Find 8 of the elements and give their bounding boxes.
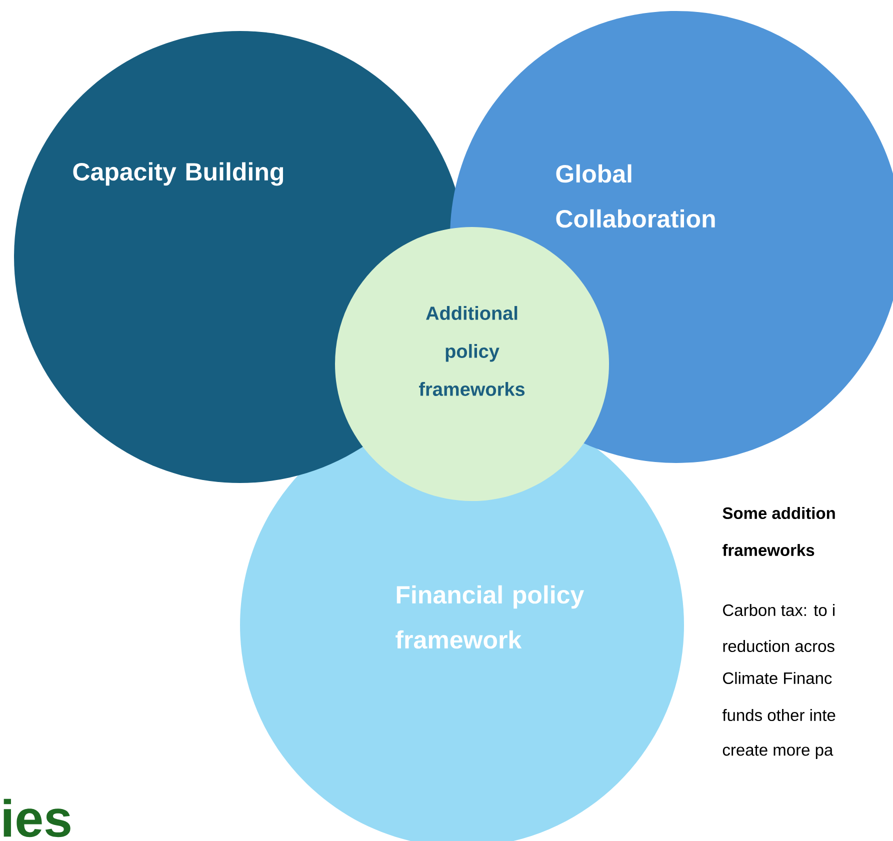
- heading-text: Some addition: [722, 506, 835, 520]
- body-text: reduction acros: [723, 640, 834, 652]
- body-text: create more pa: [722, 744, 834, 760]
- heading-text: frameworks: [722, 544, 814, 556]
- title-fragment: ies: [4, 798, 70, 838]
- body-text: Climate Financ: [723, 672, 832, 684]
- body-text: funds other inte: [722, 708, 836, 722]
- body-text: Carbon tax: to i: [723, 604, 834, 616]
